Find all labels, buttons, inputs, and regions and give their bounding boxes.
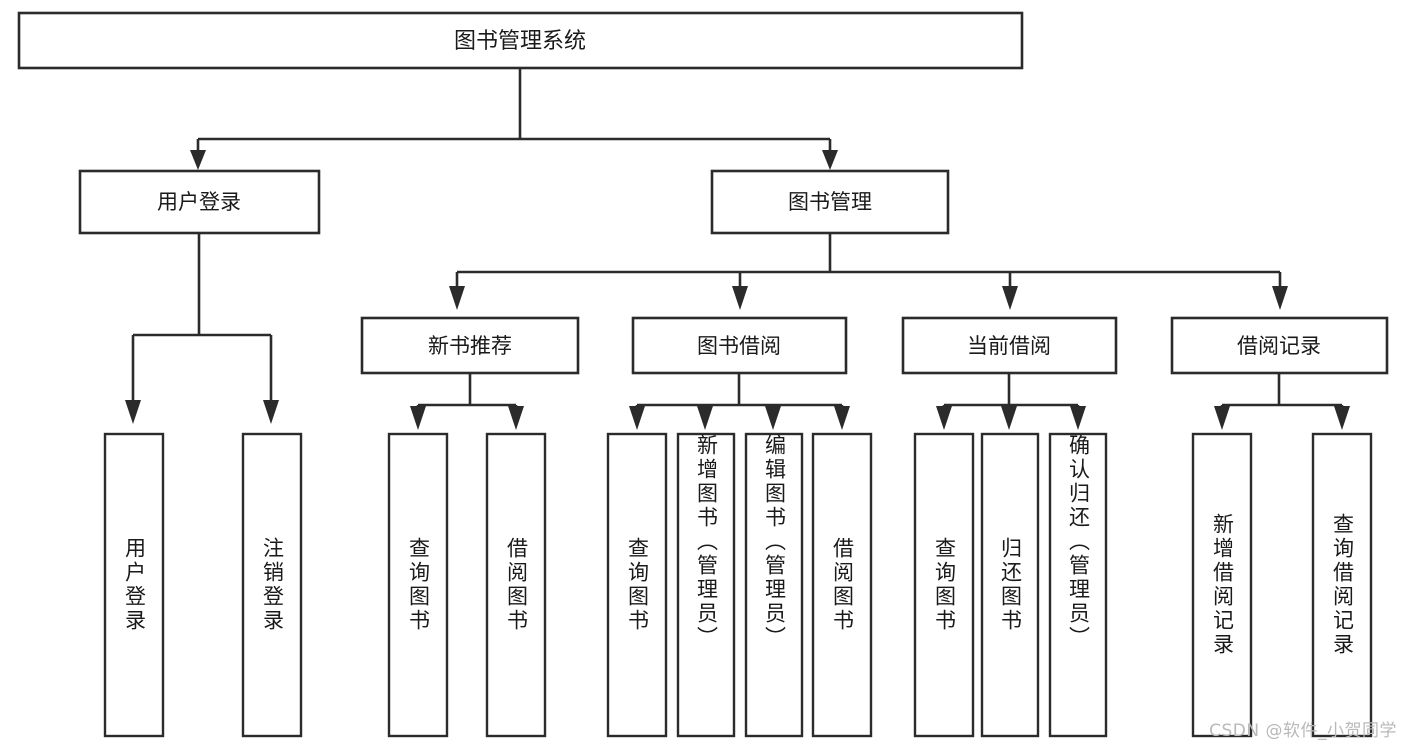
connector-borrow-record-to-leaves xyxy=(1214,373,1350,430)
arrow-to-leaf-add-book xyxy=(697,406,713,430)
arrow-to-leaf-query-book-3 xyxy=(936,406,952,430)
arrow-to-leaf-logout xyxy=(263,400,279,424)
node-current-borrow-label: 当前借阅 xyxy=(967,334,1051,358)
watermark-text: CSDN @软件_小贺同学 xyxy=(1209,721,1397,741)
connector-user-login-to-leaves xyxy=(125,233,279,424)
arrow-to-leaf-user-login xyxy=(125,400,141,424)
node-book-manage-label: 图书管理 xyxy=(788,190,872,214)
leaf-box-add-book[interactable] xyxy=(676,432,736,738)
leaf-box-query-book-3[interactable] xyxy=(913,432,975,738)
arrow-to-leaf-query-book-2 xyxy=(629,406,645,430)
arrow-to-user-login xyxy=(190,150,206,170)
leaf-box-borrow-book-2[interactable] xyxy=(811,432,873,738)
leaf-box-add-record[interactable] xyxy=(1191,432,1253,738)
node-current-borrow[interactable]: 当前借阅 xyxy=(901,316,1118,375)
node-user-login-label: 用户登录 xyxy=(157,190,241,214)
connector-book-manage-to-level2 xyxy=(449,233,1288,310)
arrow-to-leaf-confirm-return xyxy=(1070,406,1086,430)
arrow-to-leaf-add-record xyxy=(1214,406,1230,430)
arrow-to-leaf-query-book-1 xyxy=(410,406,426,430)
arrow-to-borrow-record xyxy=(1272,286,1288,310)
arrow-to-leaf-return-book xyxy=(1001,406,1017,430)
node-user-login-box[interactable] xyxy=(78,169,321,235)
arrow-to-current-borrow xyxy=(1002,286,1018,310)
node-root-label: 图书管理系统 xyxy=(454,29,586,54)
node-book-manage[interactable]: 图书管理 xyxy=(710,169,950,235)
leaf-box-user-login[interactable] xyxy=(103,432,165,738)
node-borrow-record-label: 借阅记录 xyxy=(1237,334,1321,358)
node-borrow-record[interactable]: 借阅记录 xyxy=(1170,316,1389,375)
connector-root-to-level1 xyxy=(190,68,838,170)
connector-book-borrow-to-leaves xyxy=(629,373,850,430)
leaf-box-edit-book[interactable] xyxy=(744,432,804,738)
leaf-box-query-book-1[interactable] xyxy=(387,432,449,738)
arrow-to-leaf-query-record xyxy=(1334,406,1350,430)
node-root[interactable]: 图书管理系统 xyxy=(17,11,1024,70)
node-new-book-recommend-label: 新书推荐 xyxy=(428,334,512,358)
leaf-box-borrow-book-1[interactable] xyxy=(485,432,547,738)
connector-current-borrow-to-leaves xyxy=(936,373,1086,430)
arrow-to-leaf-edit-book xyxy=(765,406,781,430)
node-book-borrow[interactable]: 图书借阅 xyxy=(631,316,848,375)
node-current-borrow-box[interactable] xyxy=(901,316,1118,375)
node-root-box[interactable] xyxy=(17,11,1024,70)
node-new-book-recommend[interactable]: 新书推荐 xyxy=(360,316,580,375)
arrow-to-new-book-recommend xyxy=(449,286,465,310)
leaf-box-confirm-return[interactable] xyxy=(1048,432,1108,738)
arrow-to-leaf-borrow-book-2 xyxy=(834,406,850,430)
arrow-to-book-manage xyxy=(822,150,838,170)
node-new-book-recommend-box[interactable] xyxy=(360,316,580,375)
arrow-to-book-borrow xyxy=(732,286,748,310)
node-book-borrow-label: 图书借阅 xyxy=(697,334,781,358)
node-user-login[interactable]: 用户登录 xyxy=(78,169,321,235)
leaf-box-query-book-2[interactable] xyxy=(606,432,668,738)
leaf-box-logout[interactable] xyxy=(241,432,303,738)
leaf-box-return-book[interactable] xyxy=(980,432,1040,738)
arrow-to-leaf-borrow-book-1 xyxy=(508,406,524,430)
connector-new-book-recommend-to-leaves xyxy=(410,373,524,430)
leaf-box-query-record[interactable] xyxy=(1311,432,1373,738)
